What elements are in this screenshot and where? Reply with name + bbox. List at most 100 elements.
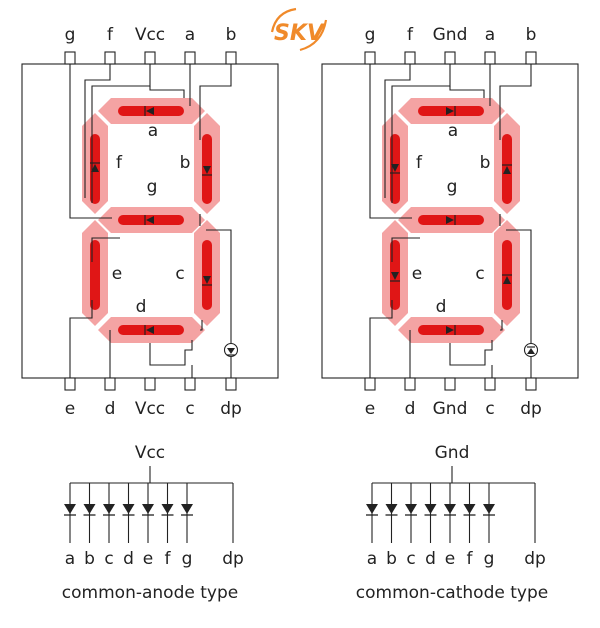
branch-a: a [64, 483, 76, 569]
pin-label-f: f [467, 549, 474, 569]
pin-dp [525, 377, 537, 391]
pin-label: d [105, 399, 116, 419]
pin-label: dp [220, 399, 242, 419]
branch-g: g [483, 483, 495, 569]
pin-gnd-bottom [444, 377, 456, 391]
pin-e [364, 377, 376, 391]
pin-dp [225, 377, 237, 391]
pin-label: f [407, 25, 414, 45]
pin-label-dp: dp [222, 549, 244, 569]
segment-label-g: g [147, 177, 158, 197]
pin-vcc-bottom [144, 377, 156, 391]
pin-label-f: f [165, 549, 172, 569]
pin-label: dp [520, 399, 542, 419]
branch-c: c [405, 483, 417, 569]
branch-e: e [142, 483, 154, 569]
common-cathode-display: g f Gnd a b e d Gnd c dp [321, 25, 579, 419]
segment-c [194, 220, 220, 326]
pin-label-a: a [65, 549, 75, 569]
pin-label: b [226, 25, 237, 45]
segment-b [194, 113, 220, 214]
segment-label-a: a [448, 121, 458, 141]
pin-label-g: g [182, 549, 193, 569]
pin-label-d: d [425, 549, 436, 569]
branch-d: d [424, 483, 437, 569]
pin-label-c: c [406, 549, 415, 569]
segment-label-d: d [436, 297, 447, 317]
pin-label-e: e [143, 549, 153, 569]
segment-label-c: c [475, 264, 484, 284]
branch-dp: dp [524, 483, 546, 569]
pin-label: a [185, 25, 195, 45]
pin-gnd-top [444, 51, 456, 65]
pin-g [364, 51, 376, 65]
segment-label-a: a [148, 121, 158, 141]
segment-d [398, 317, 505, 343]
branch-g: g [181, 483, 193, 569]
pin-b [225, 51, 237, 65]
branch-b: b [83, 483, 96, 569]
caption: common-cathode type [356, 583, 548, 603]
pin-f [404, 51, 416, 65]
branch-f: f [161, 483, 174, 569]
pin-label: e [65, 399, 75, 419]
pin-label: a [485, 25, 495, 45]
segment-label-d: d [136, 297, 147, 317]
pin-d [104, 377, 116, 391]
pin-label-d: d [123, 549, 134, 569]
pin-label-g: g [484, 549, 495, 569]
pin-d [404, 377, 416, 391]
logo-text: SKV [274, 21, 326, 46]
pin-b [525, 51, 537, 65]
internal-wiring [369, 64, 539, 378]
pin-label: c [485, 399, 494, 419]
segment-label-c: c [175, 264, 184, 284]
pin-label: f [107, 25, 114, 45]
pin-g [64, 51, 76, 65]
pin-e [64, 377, 76, 391]
pin-a [484, 51, 496, 65]
segment-b [494, 113, 520, 214]
branch-a: a [366, 483, 378, 569]
pin-vcc-top [144, 51, 156, 65]
pin-f [104, 51, 116, 65]
pin-label: Vcc [135, 399, 165, 419]
pin-label-e: e [445, 549, 455, 569]
pin-c [184, 377, 196, 391]
pin-c [484, 377, 496, 391]
segment-label-g: g [447, 177, 458, 197]
pin-label: Gnd [433, 399, 468, 419]
segment-g [98, 207, 205, 233]
segment-label-f: f [416, 153, 423, 173]
pin-label: d [405, 399, 416, 419]
pin-label-c: c [104, 549, 113, 569]
segment-c [494, 220, 520, 326]
pin-label: g [65, 25, 76, 45]
segment-label-f: f [116, 153, 123, 173]
common-anode-display: g f Vcc a b e d Vcc c dp [21, 25, 279, 419]
pin-label-a: a [367, 549, 377, 569]
pin-label: g [365, 25, 376, 45]
branch-f: f [463, 483, 476, 569]
segment-a [398, 98, 505, 124]
pin-label: Gnd [433, 25, 468, 45]
branch-d: d [122, 483, 135, 569]
common-label: Vcc [135, 443, 165, 463]
caption: common-anode type [62, 583, 238, 603]
segment-f [382, 113, 408, 214]
segment-f [82, 113, 108, 214]
segment-label-e: e [412, 264, 422, 284]
branch-e: e [444, 483, 456, 569]
branch-c: c [103, 483, 115, 569]
segment-d [98, 317, 205, 343]
branch-dp: dp [222, 483, 244, 569]
branch-b: b [385, 483, 398, 569]
segment-e [82, 220, 108, 326]
skv-logo: SKV [270, 7, 328, 52]
segment-label-b: b [480, 153, 491, 173]
